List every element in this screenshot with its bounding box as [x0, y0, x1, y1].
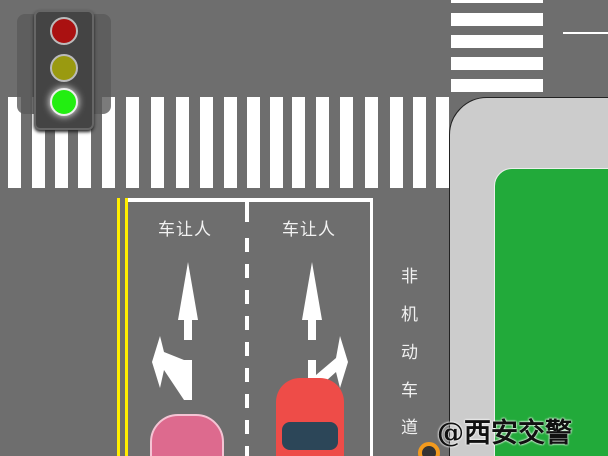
- yellow-line: [117, 198, 120, 456]
- lane-divider-dash: [245, 202, 249, 222]
- crosswalk-stripe: [247, 97, 260, 188]
- lane-label-left: 车让人: [158, 220, 212, 240]
- bike-lane-char: 道: [401, 418, 418, 438]
- crosswalk-stripe: [413, 97, 426, 188]
- crosswalk-stripe: [224, 97, 237, 188]
- lane-divider-dash: [245, 368, 249, 382]
- bike-lane-char: 非: [401, 267, 418, 287]
- crosswalk-stripe: [292, 97, 305, 188]
- pink-car: [150, 414, 224, 456]
- crosswalk-stripe: [390, 97, 403, 188]
- crosswalk-stripe: [102, 97, 115, 188]
- crosswalk-stripe: [126, 97, 139, 188]
- crosswalk-stripe: [451, 57, 543, 70]
- crosswalk-stripe: [151, 97, 164, 188]
- green-light-icon: [50, 88, 78, 116]
- crosswalk-stripe: [451, 35, 543, 48]
- straight-left-arrow-icon: [152, 262, 198, 400]
- crosswalk-stripe: [8, 97, 21, 188]
- lane-label-right: 车让人: [282, 220, 336, 240]
- lane-line: [563, 32, 608, 34]
- yellow-line: [125, 198, 128, 456]
- windshield: [282, 422, 338, 450]
- bike-lane-char: 机: [401, 305, 418, 325]
- watermark: @西安交警: [437, 418, 572, 449]
- stop-line: [128, 198, 373, 202]
- crosswalk-stripe: [436, 97, 449, 188]
- crosswalk-stripe: [176, 97, 189, 188]
- crosswalk-stripe: [365, 97, 378, 188]
- lane-divider-dash: [245, 290, 249, 304]
- crosswalk-stripe: [270, 97, 283, 188]
- bike-lane-char: 车: [401, 381, 418, 401]
- crosswalk-stripe: [451, 0, 543, 3]
- grass-area: [494, 168, 608, 456]
- lane-divider-dash: [245, 342, 249, 356]
- red-car: [276, 378, 344, 456]
- lane-divider-dash: [245, 420, 249, 434]
- crosswalk-stripe: [200, 97, 213, 188]
- crosswalk-stripe: [451, 79, 543, 92]
- bike-lane-char: 动: [401, 343, 418, 363]
- red-light-icon: [50, 17, 78, 45]
- lane-divider-dash: [245, 238, 249, 252]
- crosswalk-stripe: [316, 97, 329, 188]
- straight-right-arrow-icon: [302, 262, 348, 390]
- lane-divider-dash: [245, 316, 249, 330]
- lane-divider-dash: [245, 446, 249, 456]
- yellow-light-icon: [50, 54, 78, 82]
- cyclist-partial: [418, 442, 440, 456]
- crosswalk-stripe: [451, 13, 543, 26]
- lane-divider-dash: [245, 264, 249, 278]
- lane-edge-line: [370, 198, 373, 456]
- crosswalk-stripe: [340, 97, 353, 188]
- lane-divider-dash: [245, 394, 249, 408]
